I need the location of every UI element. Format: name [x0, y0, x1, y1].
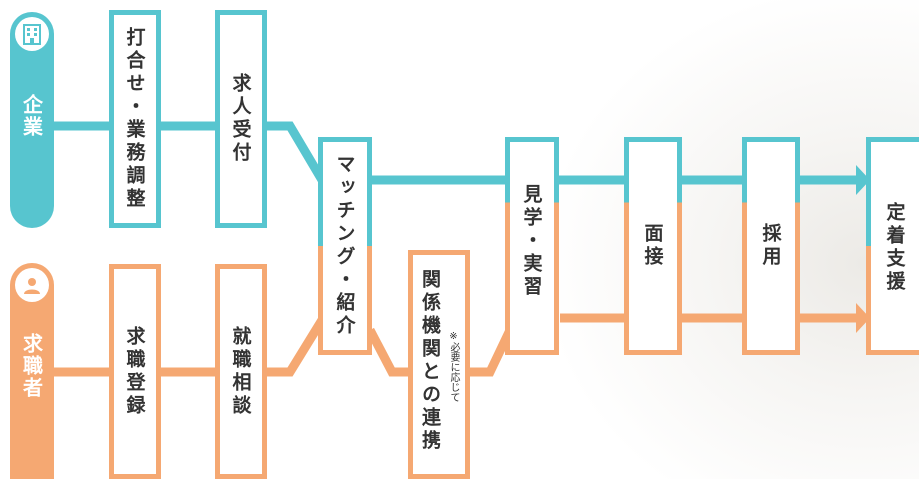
step-consultation: 就職相談 [215, 264, 267, 479]
company-lane: 企業 [10, 12, 54, 228]
person-icon [15, 268, 49, 302]
step-hiring-label: 採用 [759, 223, 782, 269]
jobseeker-flow-line [50, 317, 326, 377]
step-tour: 見学・実習 [505, 137, 559, 355]
jobseeker-lane: 求職者 [10, 263, 54, 479]
jobseeker-arrow-head [856, 303, 870, 333]
step-agency-note: ※必要に応じて [448, 331, 459, 402]
background-photo-fade [560, 0, 919, 479]
step-meeting-label: 打合せ・業務調整 [123, 27, 146, 211]
company-arrow-head [856, 165, 870, 195]
jobseeker-label: 求職者 [19, 333, 44, 399]
step-meeting: 打合せ・業務調整 [109, 10, 161, 228]
step-job-intake-label: 求人受付 [229, 73, 252, 165]
step-agency: 関係機関との連携 ※必要に応じて [408, 250, 470, 479]
building-icon [15, 17, 49, 51]
company-flow-line [50, 121, 863, 185]
step-tour-label: 見学・実習 [520, 184, 543, 299]
step-retention-label: 定着支援 [883, 202, 906, 294]
step-interview: 面接 [624, 137, 682, 355]
step-consultation-label: 就職相談 [229, 325, 252, 418]
step-hiring: 採用 [742, 137, 800, 355]
step-interview-label: 面接 [641, 223, 664, 269]
step-registration: 求職登録 [109, 264, 161, 479]
company-label: 企業 [19, 94, 44, 138]
step-registration-label: 求職登録 [123, 325, 146, 418]
step-matching-label: マッチング・紹介 [333, 154, 356, 338]
step-matching: マッチング・紹介 [318, 137, 372, 355]
step-agency-label: 関係機関との連携 [419, 269, 441, 453]
step-retention: 定着支援 [866, 137, 919, 355]
step-job-intake: 求人受付 [215, 10, 267, 228]
